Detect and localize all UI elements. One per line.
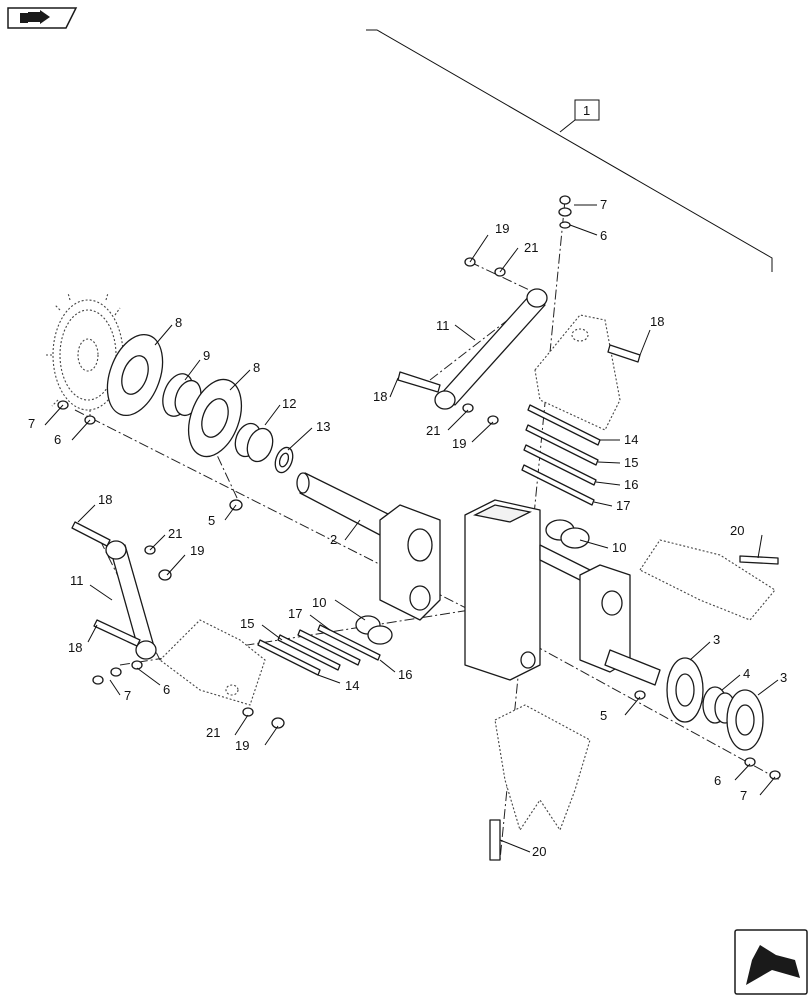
- callouts: 1 7 6 19 21 11 18 18 21 19 14 15 16 17: [28, 103, 787, 859]
- callout-14-lower: 14: [345, 678, 359, 693]
- callout-21-left: 21: [168, 526, 182, 541]
- callout-6-left: 6: [54, 432, 61, 447]
- callout-1-box: [574, 99, 600, 121]
- arm-bracket-right: [539, 544, 661, 686]
- flange-3-right: [726, 689, 764, 751]
- callout-16-lower: 16: [398, 667, 412, 682]
- callout-4: 4: [743, 666, 750, 681]
- callout-9: 9: [203, 348, 210, 363]
- callout-20-right: 20: [730, 523, 744, 538]
- bushing-10-lower: [355, 615, 393, 645]
- callout-19-top: 19: [495, 221, 509, 236]
- callout-6-lower-right: 6: [714, 773, 721, 788]
- callout-8-left: 8: [175, 315, 182, 330]
- callout-8-right: 8: [253, 360, 260, 375]
- callout-5-right: 5: [600, 708, 607, 723]
- bolt-18-b: [397, 371, 441, 393]
- next-page-arrow-icon[interactable]: [734, 929, 808, 995]
- arm-bracket-left: [379, 504, 441, 621]
- shims-left: [257, 624, 381, 676]
- callout-18-lower-left: 18: [68, 640, 82, 655]
- link-arm-11-left: [105, 540, 157, 660]
- bracket-ghost-left: [159, 619, 266, 706]
- callout-16-top: 16: [624, 477, 638, 492]
- bolt-18-c: [71, 521, 111, 547]
- callout-14-top: 14: [624, 432, 638, 447]
- callout-15-lower: 15: [240, 616, 254, 631]
- link-arm-11-top: [434, 288, 548, 410]
- callout-7-lower-right: 7: [740, 788, 747, 803]
- bolt-18-a: [607, 344, 641, 363]
- centre-tube: [464, 499, 541, 681]
- bearing-4: [702, 686, 736, 724]
- callout-18-top-left: 18: [373, 389, 387, 404]
- book-arrow-icon[interactable]: [7, 7, 78, 29]
- ring-13: [274, 446, 294, 474]
- callout-17-top: 17: [616, 498, 630, 513]
- bracket-ghost-right: [639, 539, 776, 621]
- callout-17-lower: 17: [288, 606, 302, 621]
- callout-10-lower: 10: [312, 595, 326, 610]
- bolt-20-b: [489, 819, 501, 861]
- bracket-ghost-bottom: [494, 704, 591, 832]
- bracket-ghost-top: [534, 314, 621, 431]
- bushing-12: [234, 422, 274, 463]
- flange-8-left: [106, 333, 164, 417]
- shims-top: [521, 404, 601, 506]
- callout-15-top: 15: [624, 455, 638, 470]
- callout-10-upper: 10: [612, 540, 626, 555]
- callout-21-top: 21: [524, 240, 538, 255]
- bushing-10-upper: [545, 519, 590, 549]
- callout-6-lower-left: 6: [163, 682, 170, 697]
- flange-3-left: [666, 657, 704, 723]
- callout-18-right: 18: [650, 314, 664, 329]
- bolt-18-d: [93, 619, 141, 647]
- callout-3-right: 3: [780, 670, 787, 685]
- callout-2: 2: [330, 532, 337, 547]
- flange-8-right: [187, 378, 243, 458]
- callout-11-left: 11: [70, 573, 84, 588]
- callout-3-left: 3: [713, 632, 720, 647]
- callout-12: 12: [282, 396, 296, 411]
- callout-13: 13: [316, 419, 330, 434]
- callout-1: 1: [583, 103, 590, 118]
- bolt-20-a: [739, 555, 779, 565]
- callout-21-top-lower: 21: [426, 423, 440, 438]
- callout-7-top: 7: [600, 197, 607, 212]
- callout-19-top-lower: 19: [452, 436, 466, 451]
- callout-6-top: 6: [600, 228, 607, 243]
- callout-19-left: 19: [190, 543, 204, 558]
- callout-18-left: 18: [98, 492, 112, 507]
- callout-20-bottom: 20: [532, 844, 546, 859]
- assembly-bracket: [366, 29, 773, 272]
- callout-7-lower-left: 7: [124, 688, 131, 703]
- shaft-2: [296, 472, 391, 536]
- callout-11-top: 11: [436, 318, 450, 333]
- fasteners: [57, 195, 781, 780]
- callout-5-left: 5: [208, 513, 215, 528]
- callout-21-bottom: 21: [206, 725, 220, 740]
- callout-19-bottom: 19: [235, 738, 249, 753]
- callout-7-left: 7: [28, 416, 35, 431]
